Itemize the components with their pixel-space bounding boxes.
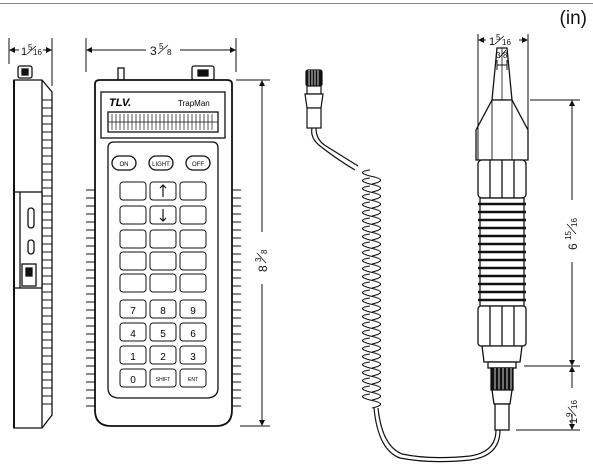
svg-text:1: 1 <box>489 36 495 48</box>
unit-label: (in) <box>559 8 587 29</box>
svg-text:5: 5 <box>159 42 164 51</box>
ent-key: ENT <box>188 377 198 383</box>
probe-connector-length-label: 1 9 16 <box>565 400 580 424</box>
svg-text:5: 5 <box>28 43 33 52</box>
key-6: 6 <box>190 329 196 340</box>
svg-text:8: 8 <box>260 249 269 254</box>
light-button: LIGHT <box>152 162 170 168</box>
side-view <box>13 65 53 429</box>
svg-text:8: 8 <box>503 51 508 60</box>
probe-body-width-dimension <box>477 34 529 160</box>
brand-logo: TLV. <box>109 97 131 109</box>
height-label: 8 3 8 <box>254 249 270 272</box>
svg-text:16: 16 <box>570 400 579 409</box>
key-0: 0 <box>130 375 136 386</box>
front-width-dimension <box>85 38 237 72</box>
key-3: 3 <box>190 352 196 363</box>
side-depth-label: 1 5 16 <box>21 43 42 58</box>
probe-tip-width-label: 3 8 <box>496 49 508 60</box>
coiled-cable <box>304 69 501 463</box>
svg-text:16: 16 <box>502 38 511 47</box>
svg-text:16: 16 <box>33 48 42 57</box>
probe <box>475 47 529 431</box>
svg-text:1: 1 <box>568 418 580 424</box>
svg-text:15: 15 <box>564 231 573 240</box>
on-button: ON <box>120 162 129 168</box>
probe-body-width-label: 1 5 16 <box>489 33 511 48</box>
svg-text:16: 16 <box>570 218 579 227</box>
key-1: 1 <box>130 352 136 363</box>
svg-text:1: 1 <box>21 46 27 58</box>
svg-text:3: 3 <box>496 51 501 60</box>
side-depth-dimension <box>8 38 53 86</box>
device-labels: TLV. TrapMan ON LIGHT OFF 7 8 9 4 5 6 1 … <box>109 97 210 386</box>
key-8: 8 <box>160 306 166 317</box>
svg-text:8: 8 <box>167 48 172 57</box>
svg-text:5: 5 <box>496 33 501 42</box>
off-button: OFF <box>192 162 204 168</box>
probe-length-label: 6 15 16 <box>564 218 580 250</box>
top-rule <box>0 3 593 4</box>
svg-text:9: 9 <box>565 412 574 417</box>
key-7: 7 <box>130 306 136 317</box>
height-dimension <box>236 79 270 427</box>
svg-text:3: 3 <box>254 257 263 262</box>
model-name: TrapMan <box>178 99 210 108</box>
key-2: 2 <box>160 352 166 363</box>
svg-text:6: 6 <box>566 243 580 250</box>
key-5: 5 <box>160 329 166 340</box>
shift-key: SHIFT <box>156 377 170 383</box>
key-4: 4 <box>130 329 136 340</box>
probe-connector-length-dimension <box>516 366 580 431</box>
probe-tip-width-dimension <box>496 60 508 70</box>
front-view <box>86 65 241 427</box>
svg-text:8: 8 <box>256 265 270 272</box>
key-9: 9 <box>190 306 196 317</box>
front-width-label: 3 5 8 <box>150 42 172 58</box>
svg-text:3: 3 <box>150 44 157 58</box>
